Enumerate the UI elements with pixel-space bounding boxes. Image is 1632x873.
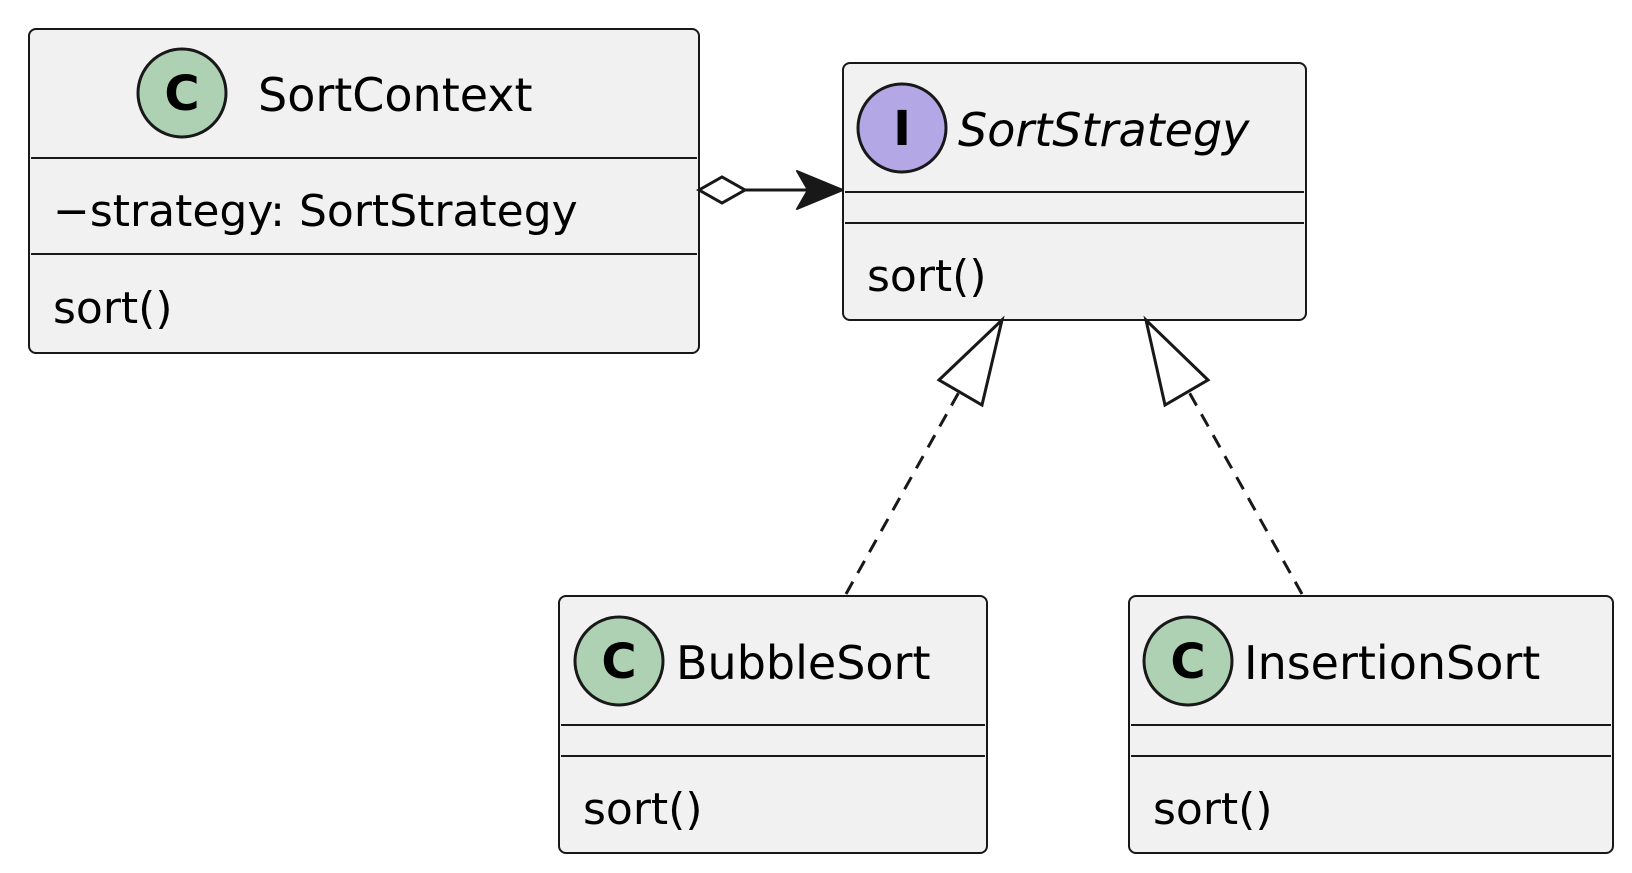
class-method: sort()	[867, 251, 987, 302]
class-insertion-sort[interactable]: C InsertionSort sort()	[1128, 595, 1614, 854]
class-name: SortContext	[258, 68, 533, 122]
class-badge-letter: C	[164, 66, 199, 122]
realization-connector-insertion-sort[interactable]	[1143, 315, 1304, 595]
class-method: sort()	[53, 283, 173, 334]
class-method: sort()	[1153, 784, 1273, 835]
class-icon: C	[136, 47, 228, 139]
class-badge-letter: C	[1170, 634, 1205, 690]
class-icon: C	[1142, 615, 1234, 707]
interface-name: SortStrategy	[958, 103, 1250, 157]
class-badge-letter: C	[601, 634, 636, 690]
class-method: sort()	[583, 784, 703, 835]
aggregation-diamond-icon	[695, 175, 749, 205]
aggregation-connector[interactable]	[695, 170, 844, 210]
dashed-realization-line	[844, 391, 961, 595]
realization-connector-bubble-sort[interactable]	[844, 315, 1005, 595]
hollow-triangle-arrow-icon	[936, 315, 1005, 408]
interface-icon: I	[856, 82, 948, 174]
class-name: BubbleSort	[676, 636, 930, 690]
dashed-realization-line	[1187, 391, 1304, 595]
class-icon: C	[573, 615, 665, 707]
hollow-triangle-arrow-icon	[1143, 315, 1211, 408]
navigation-arrow-icon	[796, 170, 844, 210]
class-field: −strategy: SortStrategy	[53, 186, 578, 237]
interface-sort-strategy[interactable]: I SortStrategy sort()	[842, 62, 1307, 321]
class-name: InsertionSort	[1244, 636, 1540, 690]
interface-badge-letter: I	[893, 101, 911, 157]
class-sort-context[interactable]: C SortContext −strategy: SortStrategy so…	[28, 28, 700, 354]
class-bubble-sort[interactable]: C BubbleSort sort()	[558, 595, 988, 854]
